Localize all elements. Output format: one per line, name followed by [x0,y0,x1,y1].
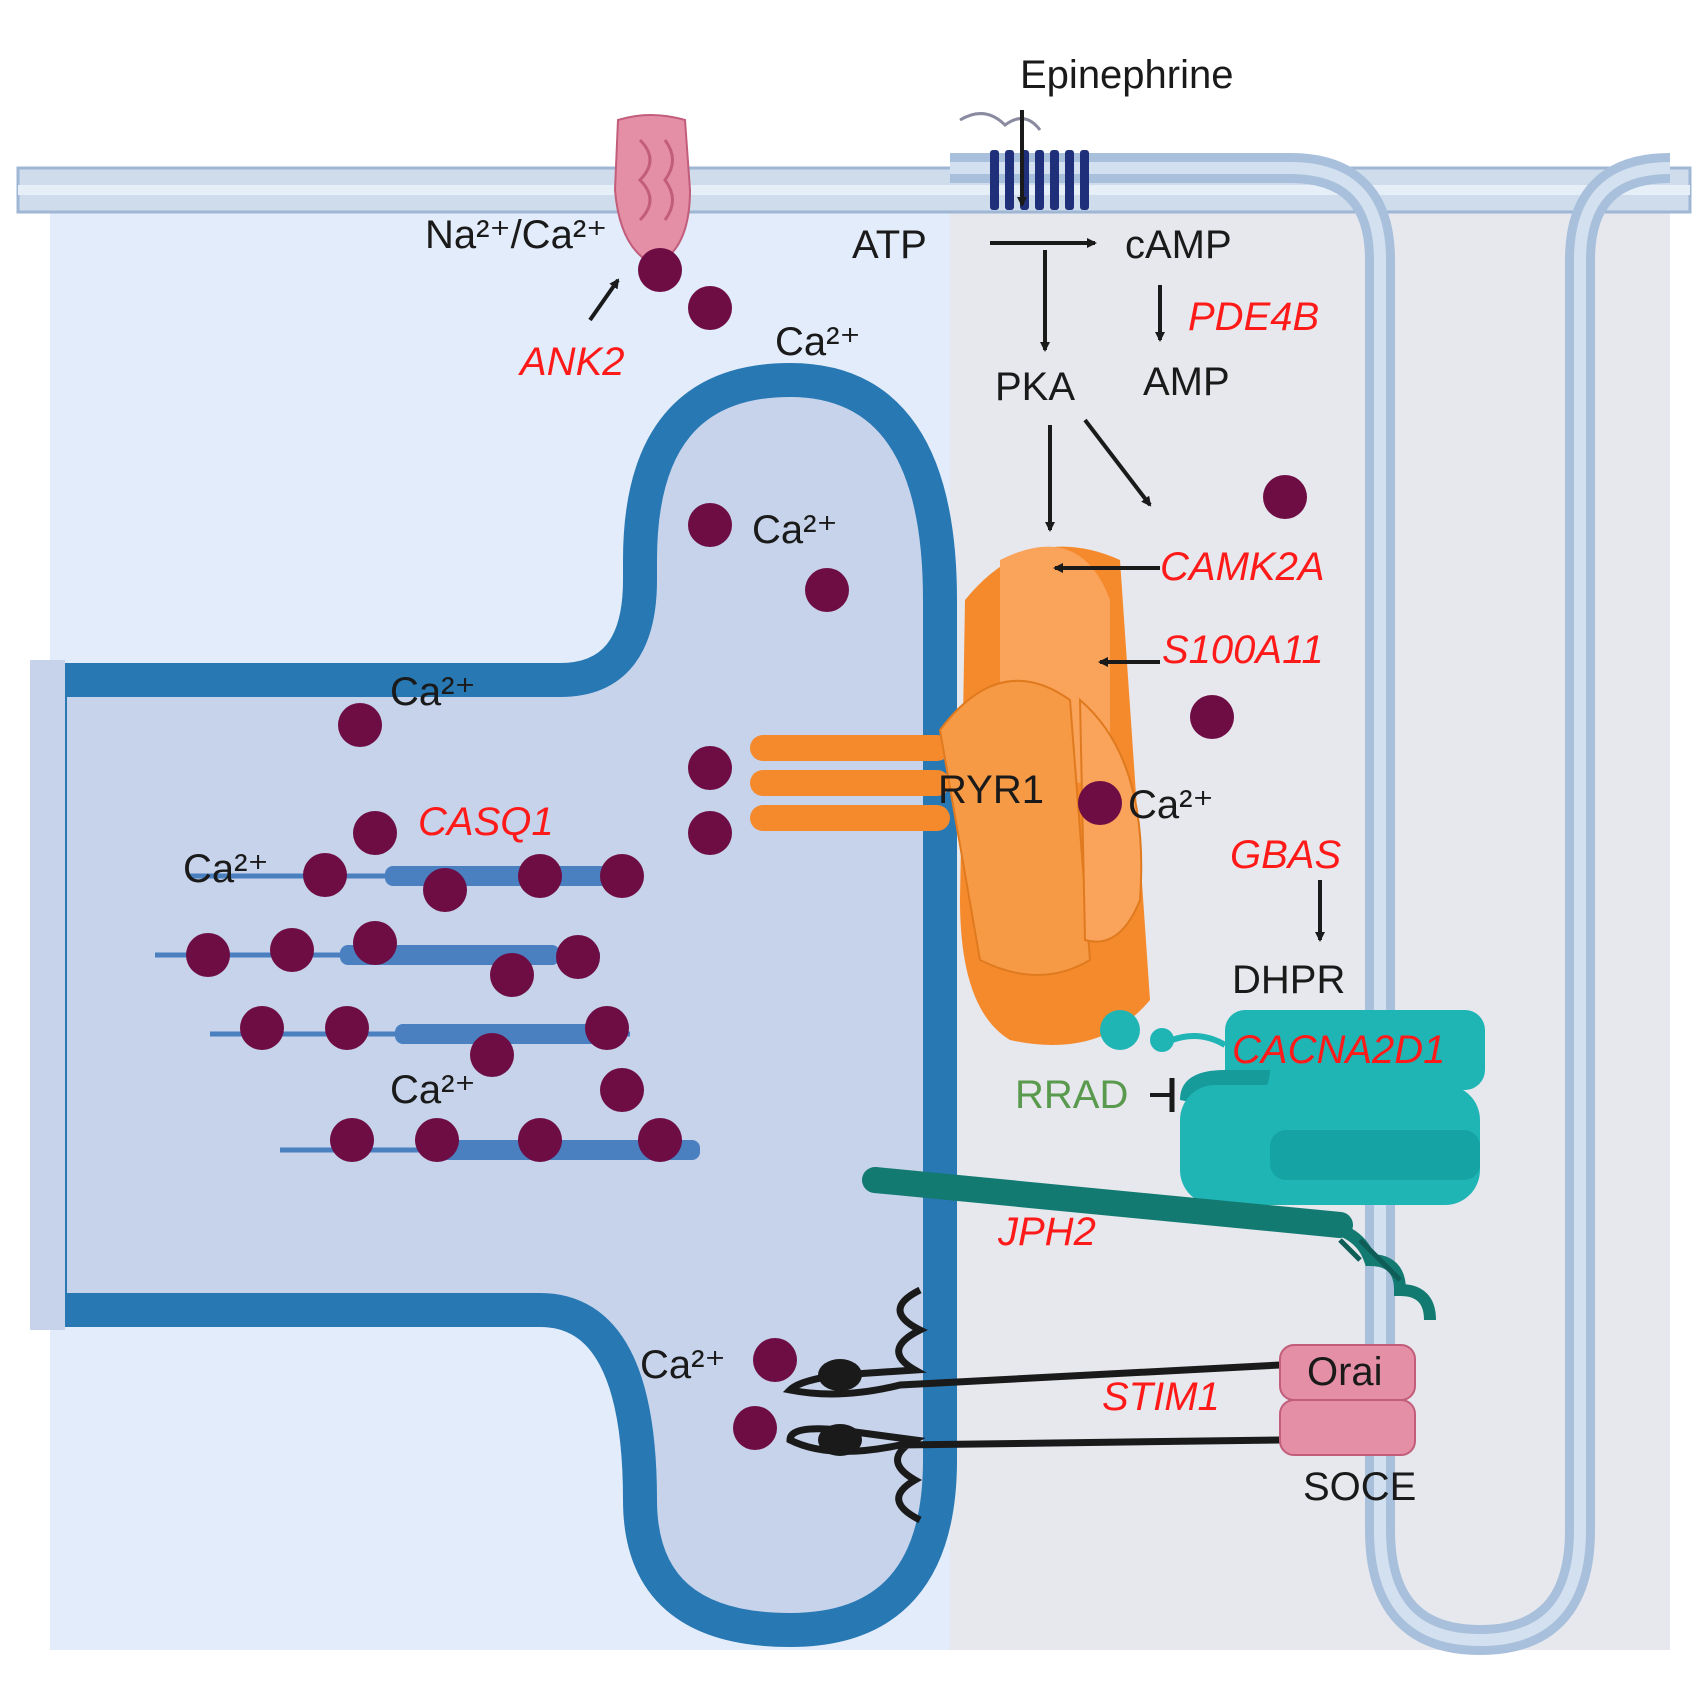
ryr1-channel-icon [750,546,1150,1045]
calcium-ion-icon [353,811,397,855]
label-dhpr: DHPR [1232,958,1345,1002]
sr-left-cut [30,660,65,1330]
calcium-ion-icon [423,868,467,912]
calcium-ion-icon [325,1006,369,1050]
beta-adrenergic-receptor-icon [959,112,1089,210]
calcium-ion-icon [303,853,347,897]
calcium-ion-icon [330,1118,374,1162]
label-camk2a: CAMK2A [1160,545,1325,589]
ncx-exchanger-icon [613,114,692,267]
pathway-arrows [588,110,1325,1112]
calcium-ion-icon [688,746,732,790]
calcium-ion-icon [688,503,732,547]
calcium-ion-icon [490,953,534,997]
label-orai: Orai [1307,1350,1383,1394]
label-s100a11: S100A11 [1162,628,1324,672]
calcium-ion-icon [753,1338,797,1382]
label-pka: PKA [995,365,1075,409]
label-atp: ATP [852,223,927,267]
label-ca-ryr1: Ca²⁺ [1128,783,1214,827]
calcium-ion-icon [733,1406,777,1450]
label-ca-casq-left: Ca²⁺ [183,847,269,891]
label-amp: AMP [1143,360,1230,404]
label-ank2: ANK2 [518,340,625,384]
label-jph2: JPH2 [997,1210,1096,1254]
stim1-protein-icon [782,1286,1281,1524]
diagram-labels: Epinephrine ATP cAMP PDE4B AMP PKA Na²⁺/… [183,53,1445,1509]
calcium-ion-icon [415,1118,459,1162]
dhpr-channel-icon [1100,1010,1485,1205]
label-ca-casq-bottom: Ca²⁺ [390,1068,476,1112]
calcium-ions [186,248,1307,1450]
sarcoplasmic-reticulum [33,362,957,1648]
calcium-ion-icon [688,286,732,330]
label-gbas: GBAS [1230,833,1341,877]
calcium-ion-icon [240,1006,284,1050]
label-pde4b: PDE4B [1188,295,1319,339]
calcium-ion-icon [585,1006,629,1050]
calcium-ion-icon [688,811,732,855]
calcium-ion-icon [186,933,230,977]
calcium-ion-icon [1190,695,1234,739]
label-casq1: CASQ1 [418,800,554,844]
calcium-ion-icon [1263,475,1307,519]
calcium-ion-icon [556,935,600,979]
label-ca-stim1: Ca²⁺ [640,1343,726,1387]
label-cacna2d1: CACNA2D1 [1232,1028,1445,1072]
label-ncx: Na²⁺/Ca²⁺ [425,213,607,257]
label-ca-cytoplasm: Ca²⁺ [775,320,861,364]
label-ca-sr-top: Ca²⁺ [752,508,838,552]
orai-channel-icon [1279,1344,1416,1456]
label-ryr1: RYR1 [938,768,1044,812]
sarcolemma-inner-line [18,185,1690,195]
label-stim1: STIM1 [1102,1375,1220,1419]
calcium-ion-icon [638,1118,682,1162]
label-rrad: RRAD [1015,1073,1128,1117]
t-tubule-membrane-inner [950,162,1671,1647]
calcium-ion-icon [518,854,562,898]
calcium-ion-icon [600,854,644,898]
calcium-ion-icon [600,1068,644,1112]
calcium-ion-icon [805,568,849,612]
calcium-ion-icon [1078,781,1122,825]
label-soce: SOCE [1303,1465,1416,1509]
calcium-ion-icon [270,928,314,972]
label-camp: cAMP [1125,223,1232,267]
calcium-ion-icon [338,703,382,747]
calcium-ion-icon [518,1118,562,1162]
jph2-protein-icon [862,1167,1436,1321]
label-ca-sr-left: Ca²⁺ [390,670,476,714]
label-epinephrine: Epinephrine [1020,53,1234,97]
calcium-ion-icon [353,921,397,965]
calcium-ion-icon [638,248,682,292]
calcium-ion-icon [470,1033,514,1077]
